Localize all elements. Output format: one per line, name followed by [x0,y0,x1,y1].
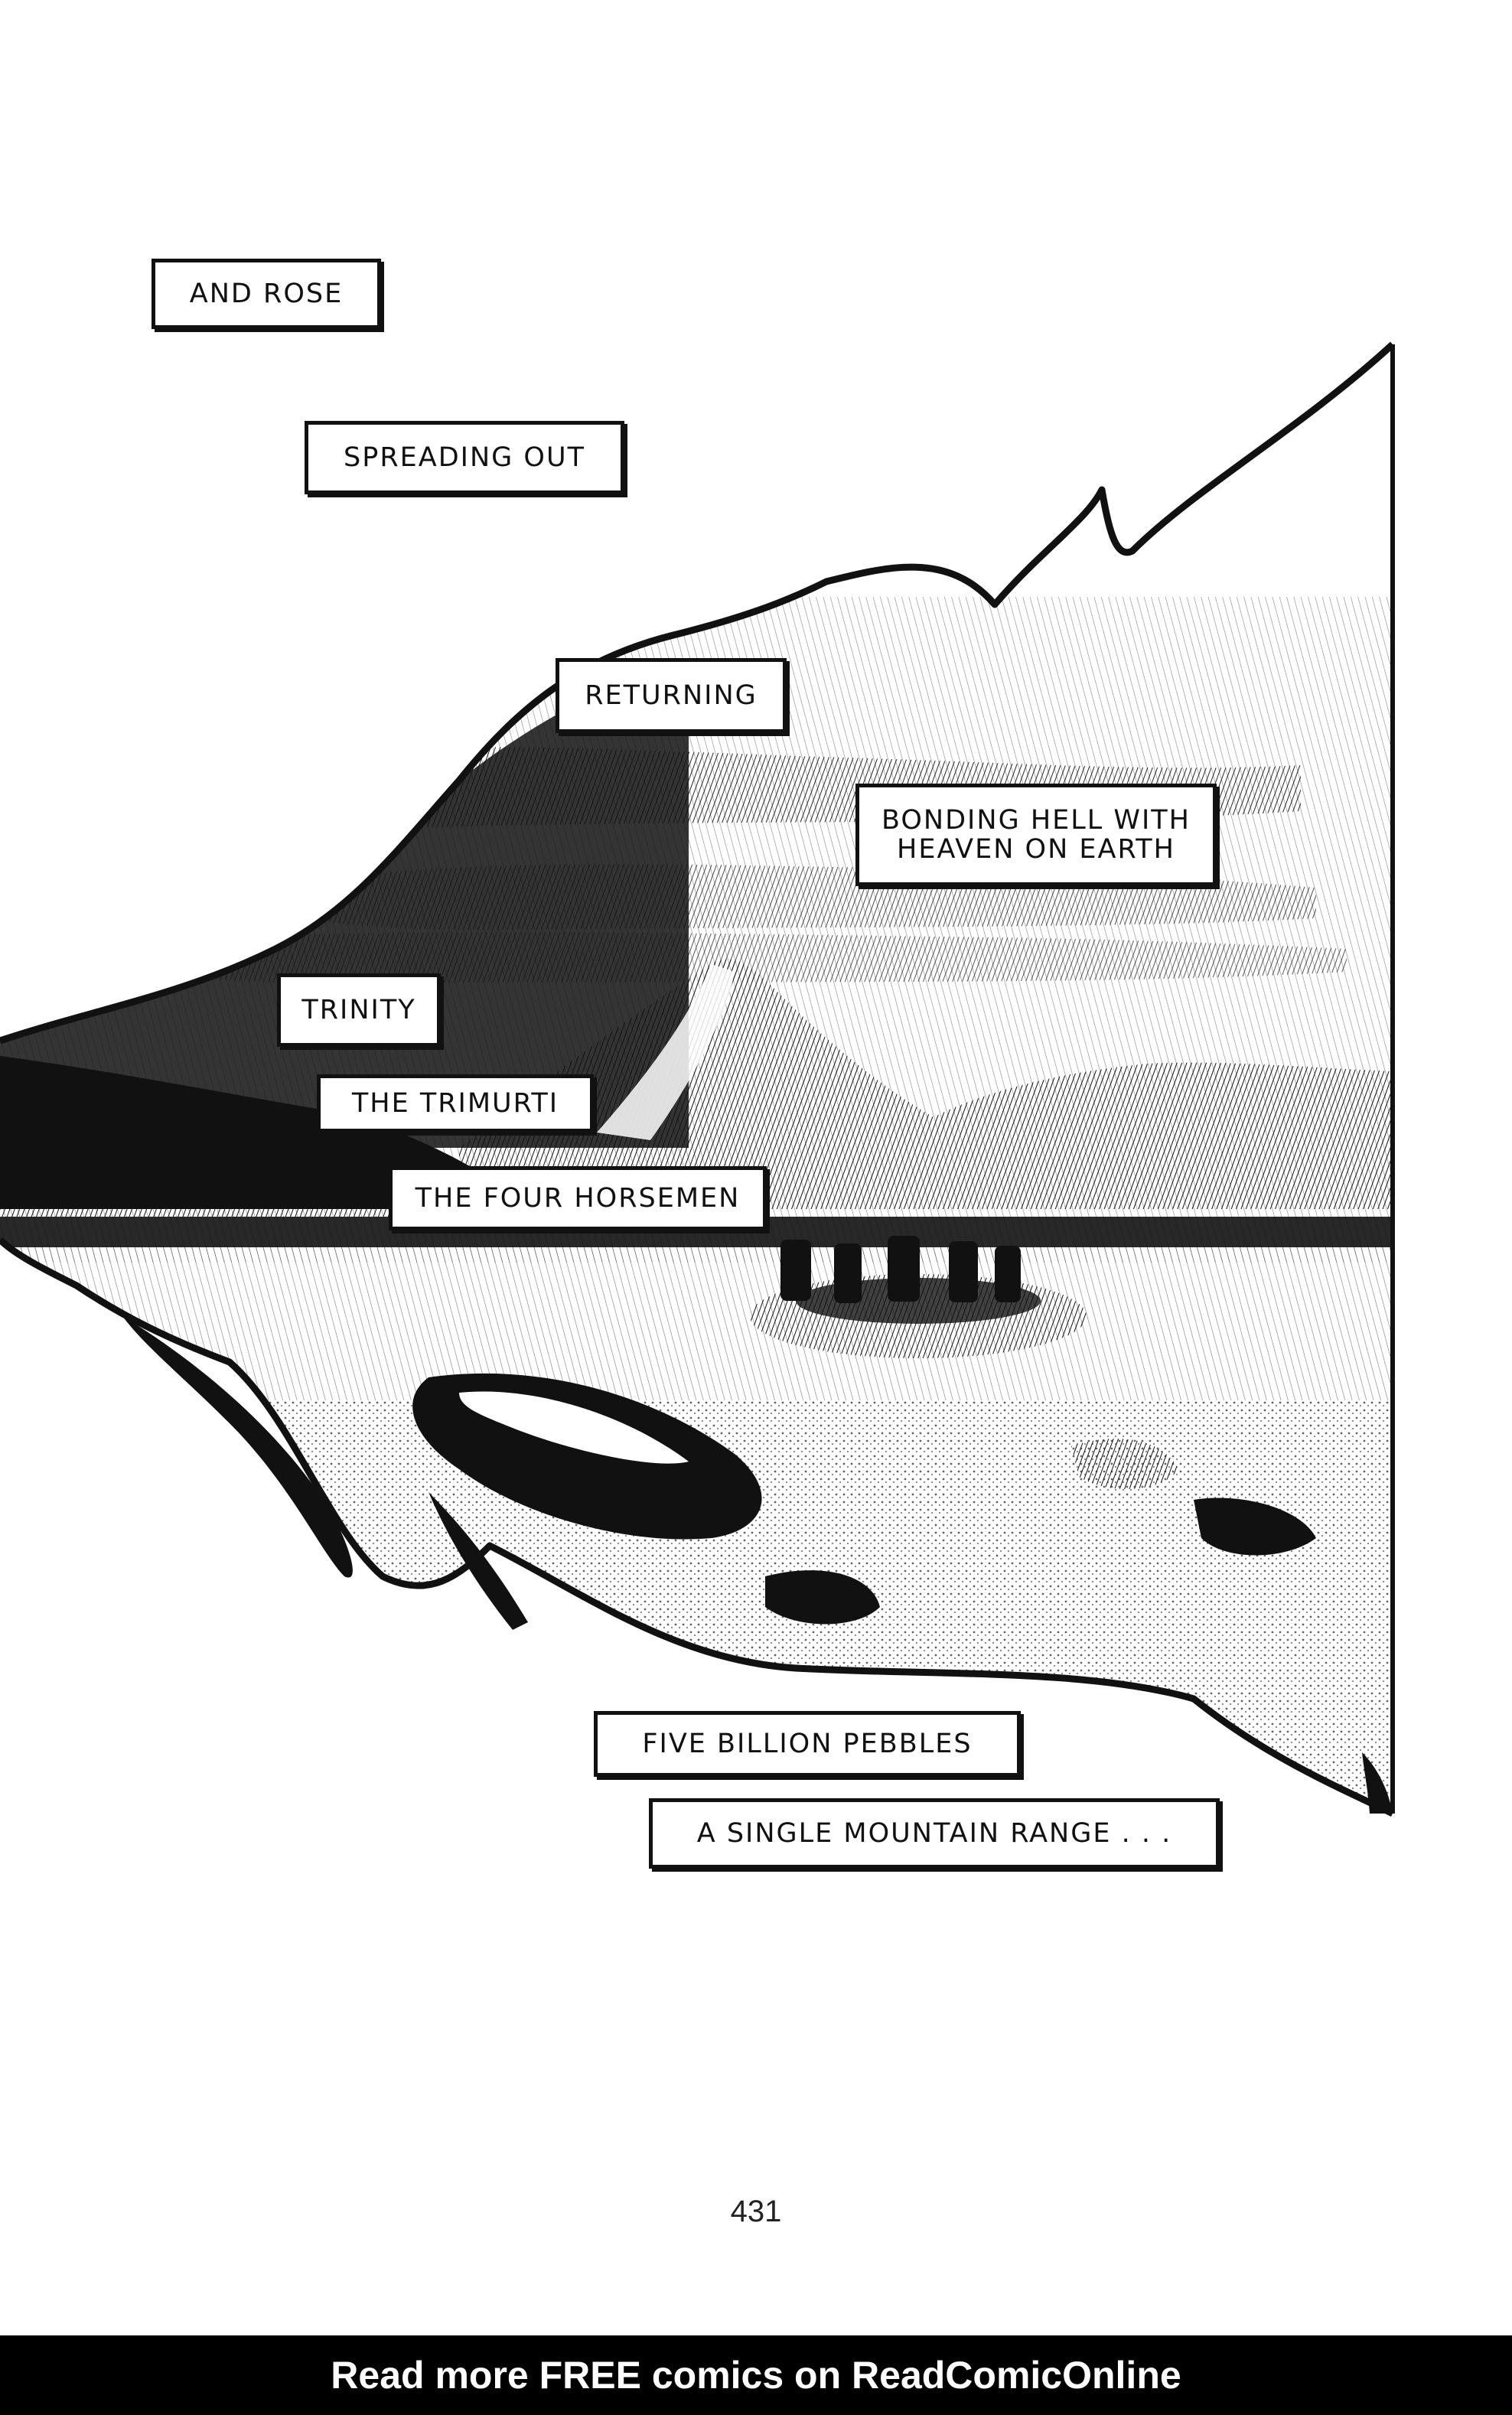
caption-and-rose: AND ROSE [152,259,381,329]
caption-text: THE FOUR HORSEMEN [415,1183,741,1214]
caption-text-line1: BONDING HELL WITH [881,805,1191,836]
caption-text: A SINGLE MOUNTAIN RANGE . . . [696,1818,1172,1849]
promo-banner[interactable]: Read more FREE comics on ReadComicOnline [0,2335,1512,2415]
caption-trimurti: THE TRIMURTI [317,1074,594,1133]
caption-text: FIVE BILLION PEBBLES [642,1729,973,1759]
caption-four-horsemen: THE FOUR HORSEMEN [389,1166,767,1230]
caption-text-line2: HEAVEN ON EARTH [897,834,1175,865]
caption-bonding-hell: BONDING HELL WITH HEAVEN ON EARTH [855,784,1217,886]
caption-single-mountain-range: A SINGLE MOUNTAIN RANGE . . . [649,1798,1220,1869]
caption-trinity: TRINITY [277,973,441,1047]
promo-banner-text[interactable]: Read more FREE comics on ReadComicOnline [331,2354,1181,2397]
caption-text: TRINITY [301,995,416,1025]
caption-returning: RETURNING [556,658,787,733]
caption-spreading-out: SPREADING OUT [305,421,624,494]
caption-text: AND ROSE [189,279,344,309]
caption-five-billion-pebbles: FIVE BILLION PEBBLES [594,1711,1021,1777]
caption-text: RETURNING [585,680,758,711]
caption-text: THE TRIMURTI [351,1088,559,1119]
caption-text: SPREADING OUT [344,442,585,473]
page-number: 431 [730,2195,782,2228]
